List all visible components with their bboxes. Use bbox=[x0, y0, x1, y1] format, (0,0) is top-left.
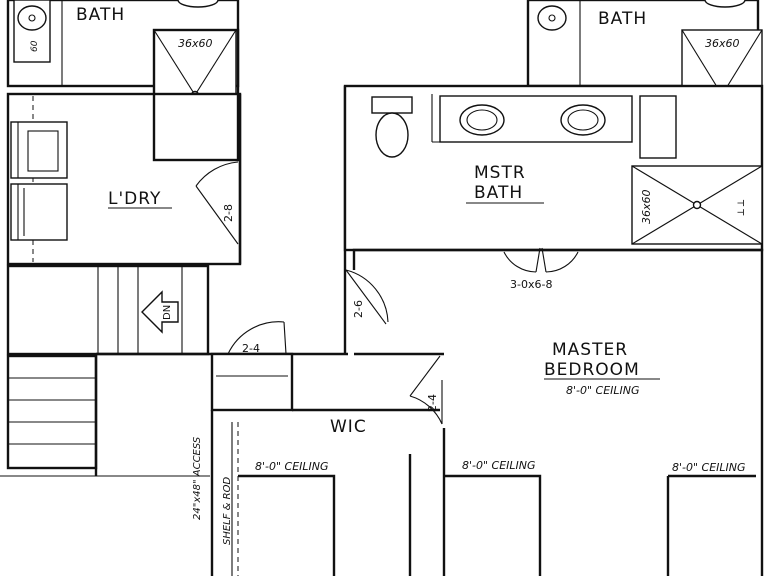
ceiling-note-right: 8'-0" CEILING bbox=[672, 461, 746, 474]
room-label-bath-right: BATH bbox=[598, 9, 647, 29]
linen-cabinet bbox=[639, 95, 677, 159]
toilet-icon bbox=[704, 0, 746, 8]
master-bath-double-door bbox=[503, 251, 579, 273]
master-ceiling-note: 8'-0" CEILING bbox=[566, 384, 640, 397]
room-label-bath-left: BATH bbox=[76, 5, 125, 25]
attic-access-note: 24"x48" ACCESS bbox=[192, 436, 203, 520]
lower-rooms: 8'-0" CEILING 8'-0" CEILING 8'-0" CEILIN… bbox=[238, 428, 756, 576]
sink-icon bbox=[537, 5, 567, 31]
room-label-wic: WIC bbox=[330, 417, 367, 437]
shower-valve-icon: ┬ ┬ bbox=[737, 199, 748, 216]
toilet-icon bbox=[177, 0, 219, 8]
room-label-master-bath-1: MSTR bbox=[474, 163, 526, 183]
master-bath-door-label: 3-0x6-8 bbox=[510, 278, 552, 291]
vanity-width-label: 60 bbox=[30, 40, 40, 52]
down-arrow-icon bbox=[141, 290, 179, 334]
shower-size-left: 36x60 bbox=[178, 37, 213, 50]
toilet-tank bbox=[371, 96, 413, 114]
room-label-master-1: MASTER bbox=[552, 340, 628, 360]
shower-drain-icon bbox=[692, 200, 702, 210]
hall-door-label: 2-6 bbox=[352, 300, 365, 318]
toilet-icon bbox=[375, 112, 409, 158]
ceiling-note-left: 8'-0" CEILING bbox=[255, 460, 329, 473]
master-bath: MSTR BATH 36x60 ┬ ┬ 3-0x6-8 bbox=[343, 84, 764, 291]
laundry-door-swing bbox=[195, 161, 239, 187]
wic-door-swing bbox=[409, 395, 443, 425]
laundry-room: L'DRY 2-8 bbox=[6, 28, 242, 266]
ceiling-note-center: 8'-0" CEILING bbox=[462, 459, 536, 472]
laundry-door-label: 2-8 bbox=[222, 204, 235, 222]
stairs: DN bbox=[0, 264, 210, 477]
hall-door-swing bbox=[345, 269, 389, 323]
walk-in-closet: WIC 2-4 24"x48" ACCESS SHELF & ROD bbox=[192, 355, 443, 576]
dryer bbox=[10, 183, 68, 241]
wic-door-label: 2-4 bbox=[426, 394, 439, 412]
sink-icon bbox=[17, 5, 47, 31]
room-label-master-bath-2: BATH bbox=[474, 183, 523, 203]
shower-size-master: 36x60 bbox=[640, 189, 653, 224]
stair-direction-label: DN bbox=[162, 305, 173, 320]
washer bbox=[10, 121, 68, 179]
sink-icon bbox=[459, 104, 505, 136]
shelf-rod-note: SHELF & ROD bbox=[222, 477, 233, 545]
room-label-laundry: L'DRY bbox=[108, 189, 161, 209]
sink-icon bbox=[560, 104, 606, 136]
linen-closet: 2-4 bbox=[210, 321, 294, 412]
room-label-master-2: BEDROOM bbox=[544, 360, 640, 380]
shower-size-right: 36x60 bbox=[705, 37, 740, 50]
closet-door-swing bbox=[227, 321, 285, 355]
closet-door-label: 2-4 bbox=[242, 342, 260, 355]
master-bedroom: MASTER BEDROOM 8'-0" CEILING bbox=[352, 248, 764, 576]
